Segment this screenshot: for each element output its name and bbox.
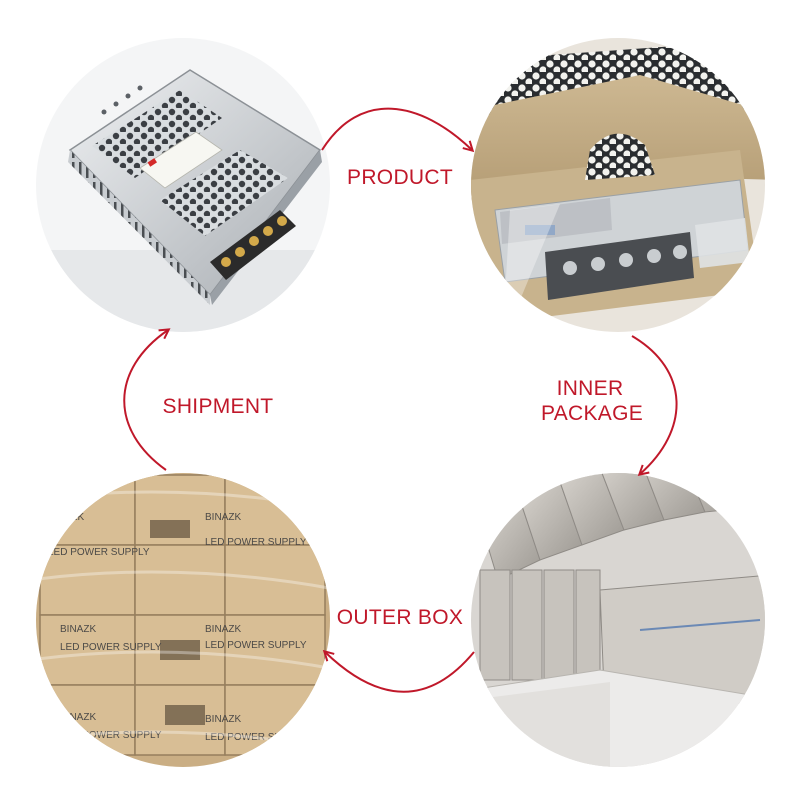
stage-label-outer-box: OUTER BOX [337, 606, 463, 629]
carton-product-text: LED POWER SUPPLY [205, 640, 307, 651]
carton-product-text: LED POWER SUPPLY [48, 547, 150, 558]
arrow-shipment-to-product [123, 330, 168, 471]
stage-label-inner-package-line1: INNER [557, 377, 624, 400]
wrapped-pallet-of-cartons-photo: BINAZK LED POWER SUPPLY BINAZK LED POWER… [36, 473, 330, 767]
carton-brand-text: BINAZK [205, 512, 241, 523]
carton-brand-text: BINAZK [205, 624, 241, 635]
carton-product-text: LED POWER SUPPLY [60, 642, 162, 653]
arrow-product-to-inner-package [321, 107, 472, 150]
stage-label-product: PRODUCT [347, 166, 453, 189]
stage-label-inner-package-line2: PACKAGE [541, 402, 643, 425]
boxes-packed-in-carton-photo [471, 473, 765, 767]
power-supply-in-kraft-box-photo [471, 38, 765, 332]
carton-brand-text: BINAZK [205, 714, 241, 725]
stage-label-shipment: SHIPMENT [163, 395, 274, 418]
arrow-outer-box-to-shipment [325, 652, 475, 693]
carton-product-text: LED POWER SUPPLY [60, 730, 162, 741]
carton-product-text: LED POWER SUPPLY [205, 732, 307, 743]
carton-brand-text: BINAZK [60, 624, 96, 635]
arrow-inner-package-to-outer-box [631, 335, 678, 474]
carton-product-text: LED POWER SUPPLY [205, 537, 307, 548]
carton-brand-text: BINAZK [60, 712, 96, 723]
metal-led-power-supply-photo [36, 38, 330, 332]
